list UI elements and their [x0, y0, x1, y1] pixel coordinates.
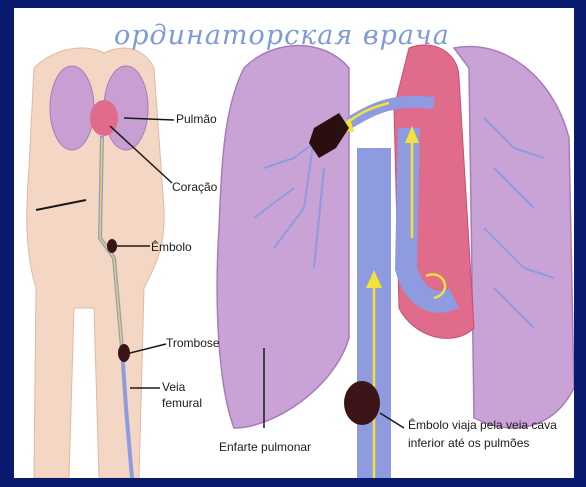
faded-title	[79, 8, 83, 18]
label-heart: Coração	[172, 180, 217, 194]
slide-title: ординаторская врача	[114, 20, 450, 51]
label-pulmonary-infarct: Enfarte pulmonar	[219, 440, 311, 454]
heart-small	[90, 100, 118, 136]
left-lung-small	[50, 66, 94, 150]
label-embolus-travels-2: inferior até os pulmões	[408, 436, 529, 450]
embolus-traveling	[344, 381, 380, 425]
right-lung-large	[454, 46, 574, 428]
label-thrombus: Trombose	[166, 336, 220, 350]
label-femoral-vein-2: femural	[162, 396, 202, 410]
embolus-small	[107, 239, 117, 253]
anatomy-illustration	[14, 8, 574, 478]
thrombus-small	[118, 344, 130, 362]
label-embolus: Êmbolo	[151, 240, 192, 254]
label-femoral-vein-1: Veia	[162, 380, 185, 394]
label-lung: Pulmão	[176, 112, 217, 126]
illustration-panel: ординаторская врача Pulmão Coração Êmbol…	[14, 8, 574, 478]
label-embolus-travels-1: Êmbolo viaja pela veia cava	[408, 418, 557, 432]
